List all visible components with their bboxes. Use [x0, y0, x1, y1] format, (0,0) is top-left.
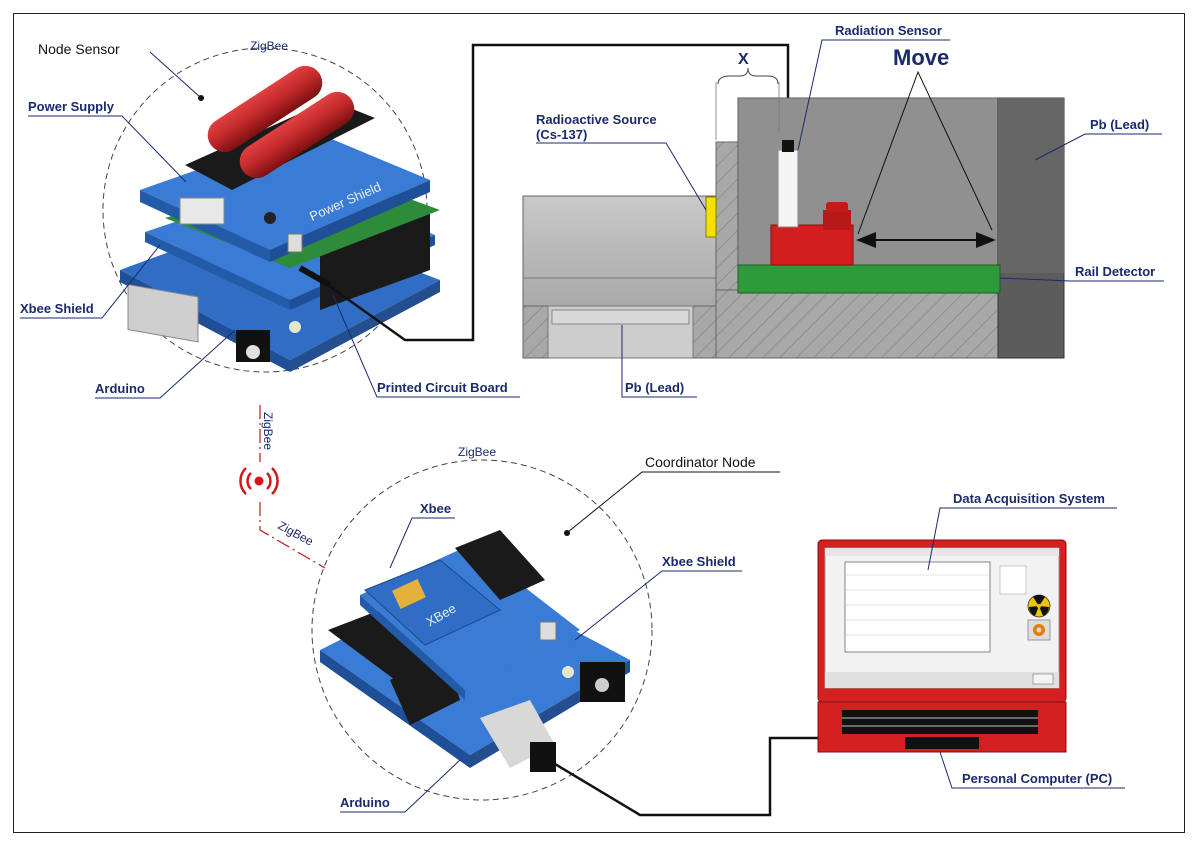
- lead-block-left: [522, 195, 719, 307]
- radiation-icon: [1027, 594, 1051, 618]
- coordinator-node-group: ZigBee Coordinator Node XBe: [311, 445, 820, 817]
- wireless-signal-icon: [239, 467, 279, 495]
- radiation-sensor-label: Radiation Sensor: [835, 23, 942, 38]
- rail-detector: [737, 264, 1001, 294]
- radiation-sensor: [777, 149, 799, 228]
- data-plot-area: [844, 561, 991, 653]
- xbee-label: Xbee: [420, 501, 451, 516]
- zigbee-coordinator-label: ZigBee: [458, 445, 496, 459]
- pb-lead-bottom-label: Pb (Lead): [625, 380, 684, 395]
- diagram-frame: [13, 13, 1185, 833]
- radioactive-source-label-line1: Radioactive Source: [536, 112, 657, 127]
- pb-lead-right-label: Pb (Lead): [1090, 117, 1149, 132]
- sensor-cable: [324, 43, 790, 342]
- zigbee-vertical-label: ZigBee: [261, 412, 275, 450]
- battery-pack: [185, 65, 375, 190]
- pcb-label: Printed Circuit Board: [377, 380, 508, 395]
- zigbee-top-label: ZigBee: [250, 39, 288, 53]
- xbee-shield-bottom-label: Xbee Shield: [662, 554, 736, 569]
- rail-detector-label: Rail Detector: [1075, 264, 1155, 279]
- radioactive-source: [705, 196, 717, 238]
- laptop-touchpad: [905, 737, 979, 749]
- node-sensor-label: Node Sensor: [38, 41, 120, 57]
- coordinator-range-circle: [311, 459, 653, 801]
- arduino-top-label: Arduino: [95, 381, 145, 396]
- sensor-stage: [770, 224, 854, 266]
- laptop-keyboard: [842, 710, 1038, 734]
- coordinator-node-label: Coordinator Node: [645, 454, 756, 470]
- xbee-shield-top-label: Xbee Shield: [20, 301, 94, 316]
- data-acquisition-label: Data Acquisition System: [953, 491, 1105, 506]
- zigbee-link: ZigBee ZigBee: [239, 405, 326, 569]
- zigbee-diagonal-label: ZigBee: [276, 518, 316, 548]
- usb-cable: [544, 736, 820, 817]
- x-distance-label: X: [738, 51, 749, 68]
- node-sensor-group: Node Sensor ZigBee: [20, 39, 520, 399]
- move-label: Move: [893, 45, 949, 70]
- personal-computer: Data Acquisition System Personal Compute…: [817, 491, 1125, 789]
- settings-icon: [1027, 619, 1051, 641]
- personal-computer-label: Personal Computer (PC): [962, 771, 1112, 786]
- xbee-module: XBee: [364, 559, 501, 646]
- power-shield: Power Shield: [140, 130, 430, 262]
- power-supply-label: Power Supply: [28, 99, 115, 114]
- radioactive-source-label-line2: (Cs-137): [536, 127, 587, 142]
- arduino-bottom-label: Arduino: [340, 795, 390, 810]
- radiation-test-rig: Move X Radioactive Source (Cs-137) Radia…: [522, 23, 1164, 398]
